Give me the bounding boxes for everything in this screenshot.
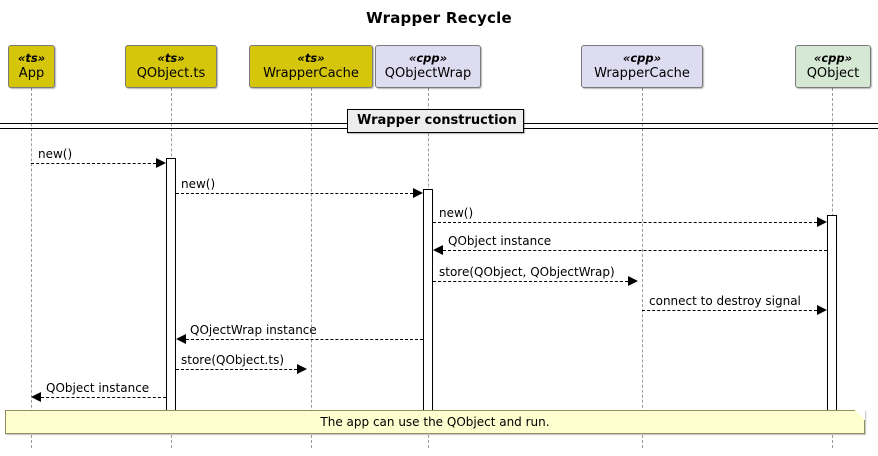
- message-line-m9: [41, 397, 166, 398]
- message-label-m4: QObject instance: [448, 234, 552, 248]
- participant-stereotype: «ts»: [297, 51, 325, 65]
- message-label-m8: store(QObject.ts): [181, 353, 285, 367]
- message-arrowhead-m7: [176, 334, 186, 344]
- participant-app[interactable]: «ts»App: [8, 45, 55, 88]
- participant-stereotype: «cpp»: [408, 51, 448, 65]
- note-box: The app can use the QObject and run.: [5, 410, 865, 434]
- participant-stereotype: «cpp»: [622, 51, 662, 65]
- message-arrowhead-m4: [433, 245, 443, 255]
- participant-name: QObjectWrap: [384, 66, 472, 81]
- message-line-m7: [186, 339, 423, 340]
- divider-label: Wrapper construction: [347, 109, 524, 133]
- message-label-m9: QObject instance: [46, 381, 150, 395]
- message-line-m1: [31, 163, 156, 164]
- note-fold-corner: [855, 410, 865, 420]
- activation-bar-qobject-ts: [166, 158, 176, 411]
- participant-name: WrapperCache: [594, 66, 690, 81]
- participant-name: App: [18, 66, 45, 81]
- message-label-m1: new(): [38, 147, 73, 161]
- participant-name: QObject.ts: [136, 66, 206, 81]
- activation-bar-qobjectwrap: [423, 189, 433, 411]
- participant-stereotype: «ts»: [157, 51, 185, 65]
- activation-bar-qobject-cpp: [827, 215, 837, 411]
- participant-qobject-ts[interactable]: «ts»QObject.ts: [125, 45, 217, 88]
- participant-qobject-cpp[interactable]: «cpp»QObject: [795, 45, 871, 88]
- diagram-title: Wrapper Recycle: [366, 9, 512, 27]
- message-arrowhead-m3: [817, 217, 827, 227]
- lifeline-app: [31, 88, 32, 448]
- message-arrowhead-m1: [156, 158, 166, 168]
- message-arrowhead-m6: [817, 305, 827, 315]
- message-arrowhead-m5: [628, 276, 638, 286]
- participant-name: QObject: [806, 66, 860, 81]
- lifeline-wrappercache-ts: [311, 88, 312, 448]
- message-line-m4: [443, 250, 827, 251]
- participant-wrappercache-ts[interactable]: «ts»WrapperCache: [249, 45, 373, 88]
- lifeline-wrappercache-cpp: [642, 88, 643, 448]
- message-line-m8: [176, 369, 297, 370]
- participant-name: WrapperCache: [263, 66, 359, 81]
- message-line-m2: [176, 193, 413, 194]
- message-line-m5: [433, 281, 628, 282]
- participant-wrappercache-cpp[interactable]: «cpp»WrapperCache: [581, 45, 703, 88]
- message-label-m5: store(QObject, QObjectWrap): [439, 265, 615, 279]
- message-arrowhead-m8: [297, 364, 307, 374]
- message-label-m2: new(): [181, 177, 216, 191]
- message-arrowhead-m9: [31, 392, 41, 402]
- message-arrowhead-m2: [413, 188, 423, 198]
- message-line-m3: [433, 222, 817, 223]
- message-label-m6: connect to destroy signal: [649, 294, 801, 308]
- participant-stereotype: «ts»: [17, 51, 46, 65]
- message-label-m7: QOjectWrap instance: [190, 323, 317, 337]
- message-line-m6: [642, 310, 817, 311]
- note-text: The app can use the QObject and run.: [320, 415, 550, 429]
- participant-stereotype: «cpp»: [813, 51, 853, 65]
- message-label-m3: new(): [439, 206, 474, 220]
- participant-qobjectwrap[interactable]: «cpp»QObjectWrap: [375, 45, 481, 88]
